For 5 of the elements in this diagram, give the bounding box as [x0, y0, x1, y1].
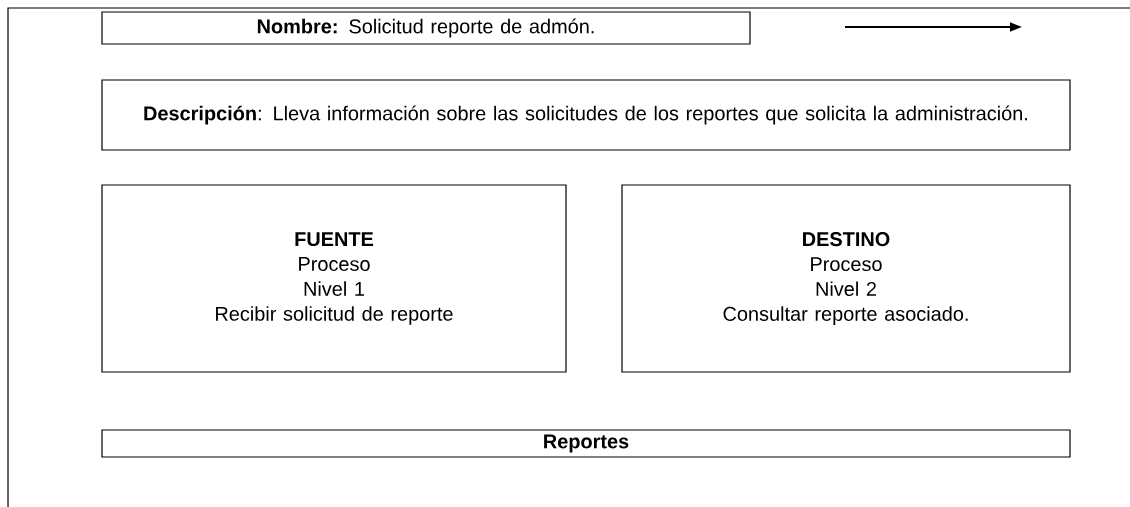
- title-box: Reportes: [101, 429, 1071, 458]
- title-box: Descripción: Lleva información sobre las solicitudes de los reportes que solicita la administración.: [101, 79, 1071, 151]
- process-box: FUENTE Proceso Nivel 1 Recibir solicitud de reporte: [101, 184, 567, 373]
- title-box: Nombre: Solicitud reporte de admón.: [101, 11, 751, 45]
- process-box: DESTINO Proceso Nivel 2 Consultar reporte asociado.: [621, 184, 1071, 373]
